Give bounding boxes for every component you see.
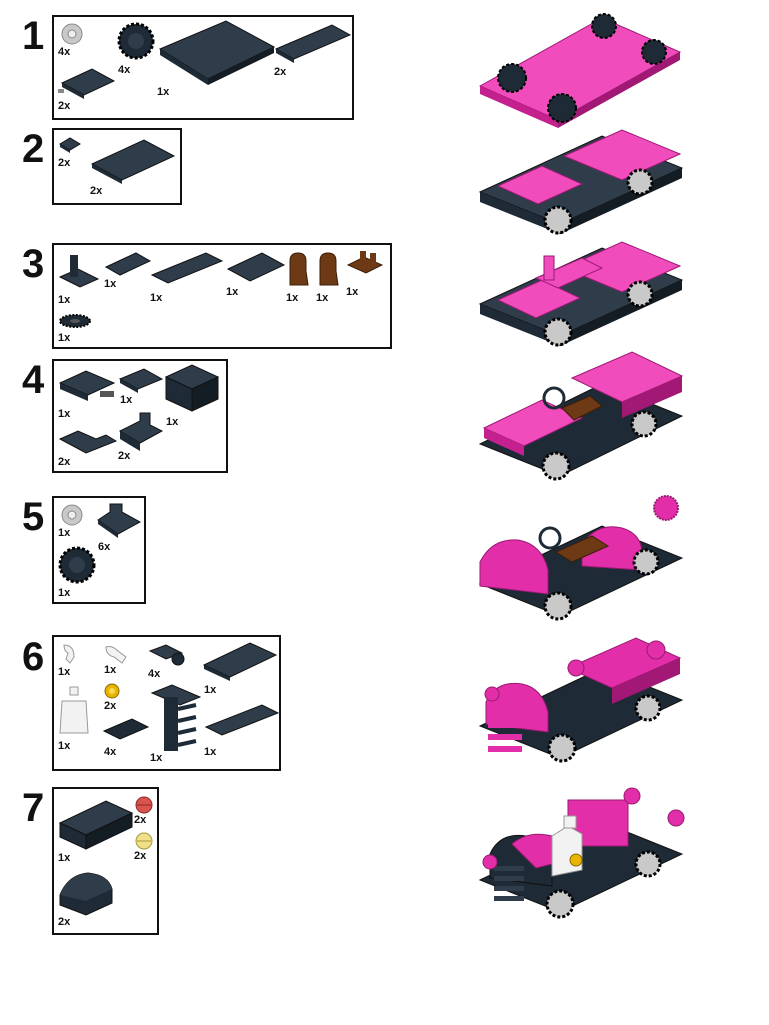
step-number-5: 5 xyxy=(22,495,45,539)
part-qty: 2x xyxy=(90,185,103,197)
part-qty: 1x xyxy=(120,394,133,406)
part-qty: 1x xyxy=(58,294,71,306)
tire-icon xyxy=(58,544,96,586)
dark-plate-with-pin-icon xyxy=(58,367,120,403)
dark-plate-1x4-icon xyxy=(104,249,152,279)
part-qty: 2x xyxy=(58,456,71,468)
part-qty: 2x xyxy=(58,916,71,928)
step-number-3: 3 xyxy=(22,242,45,286)
step-4-parts-panel: 1x 1x 1x 2x 2x xyxy=(52,359,228,473)
dark-brick-2x4-icon xyxy=(58,799,134,851)
dark-curved-brick-icon xyxy=(58,871,114,917)
part-qty: 1x xyxy=(58,666,71,678)
step-6-model-illustration xyxy=(472,628,692,776)
dark-tile-1x4-icon xyxy=(102,715,150,743)
part-qty: 1x xyxy=(204,746,217,758)
part-qty: 2x xyxy=(134,850,147,862)
part-qty: 1x xyxy=(166,416,179,428)
step-number-7: 7 xyxy=(22,786,45,830)
step-number-6: 6 xyxy=(22,635,45,679)
part-qty: 2x xyxy=(274,66,287,78)
step-1-parts-panel: 4x 4x 1x 2x 2x xyxy=(52,15,354,120)
steering-wheel-icon xyxy=(58,313,92,329)
light-gray-wheel-hub-icon xyxy=(60,504,84,526)
dark-brick-2x2-icon xyxy=(164,363,220,413)
dark-corner-plate-icon xyxy=(58,425,118,455)
part-qty: 4x xyxy=(104,746,117,758)
part-qty: 2x xyxy=(104,700,117,712)
dark-plate-1x6-icon xyxy=(150,249,224,285)
part-qty: 1x xyxy=(58,587,71,599)
white-arm-left-icon xyxy=(60,643,78,665)
part-qty: 1x xyxy=(226,286,239,298)
white-torso-icon xyxy=(58,685,90,737)
dark-plate-1x6-icon xyxy=(204,701,280,737)
brown-clip-icon xyxy=(346,249,386,279)
part-qty: 1x xyxy=(58,740,71,752)
part-qty: 1x xyxy=(58,332,71,344)
step-1-model-illustration xyxy=(472,8,692,128)
long-dark-plate-icon xyxy=(274,23,352,63)
wheel-holder-plate-icon xyxy=(58,65,118,99)
part-qty: 1x xyxy=(286,292,299,304)
part-qty: 2x xyxy=(134,814,147,826)
dark-plate-1x2-icon xyxy=(118,365,164,395)
tire-icon xyxy=(117,21,155,61)
step-6-parts-panel: 1x 1x 4x 1x 2x 1x 4x 1x 1x xyxy=(52,635,281,771)
step-number-1: 1 xyxy=(22,14,45,58)
yellow-round-stud-icon xyxy=(134,831,154,851)
dark-bracket-icon xyxy=(96,502,142,540)
lever-base-icon xyxy=(58,251,100,291)
step-2-model-illustration xyxy=(472,126,692,236)
large-dark-plate-icon xyxy=(158,19,276,87)
part-qty: 4x xyxy=(148,668,161,680)
dark-plate-2x4-icon xyxy=(202,641,278,681)
dark-clip-plate-icon xyxy=(148,641,190,667)
step-3-model-illustration xyxy=(472,238,692,348)
part-qty: 1x xyxy=(58,852,71,864)
step-4-model-illustration xyxy=(472,348,692,482)
part-qty: 2x xyxy=(118,450,131,462)
part-qty: 1x xyxy=(104,664,117,676)
brown-seat-icon xyxy=(286,251,310,287)
part-qty: 1x xyxy=(104,278,117,290)
step-7-model-illustration xyxy=(472,780,692,936)
step-number-2: 2 xyxy=(22,127,45,171)
step-7-parts-panel: 1x 2x 2x 2x xyxy=(52,787,159,935)
brown-seat-icon xyxy=(316,251,340,287)
part-qty: 6x xyxy=(98,541,111,553)
part-qty: 2x xyxy=(58,157,71,169)
part-qty: 2x xyxy=(58,100,71,112)
dark-slope-brick-icon xyxy=(118,411,164,453)
part-qty: 1x xyxy=(157,86,170,98)
part-qty: 1x xyxy=(150,752,163,764)
part-qty: 1x xyxy=(346,286,359,298)
part-qty: 1x xyxy=(150,292,163,304)
red-round-stud-icon xyxy=(134,795,154,815)
light-gray-wheel-hub-icon xyxy=(60,23,84,45)
dark-plate-2x4-icon xyxy=(90,136,176,186)
small-dark-plate-icon xyxy=(58,136,82,154)
part-qty: 4x xyxy=(118,64,131,76)
step-5-parts-panel: 1x 6x 1x xyxy=(52,496,146,604)
step-3-parts-panel: 1x 1x 1x 1x 1x 1x 1x 1x xyxy=(52,243,392,349)
part-qty: 1x xyxy=(58,527,71,539)
part-qty: 1x xyxy=(204,684,217,696)
part-qty: 4x xyxy=(58,46,71,58)
part-qty: 1x xyxy=(316,292,329,304)
step-2-parts-panel: 2x 2x xyxy=(52,128,182,205)
dark-plate-2x4-icon xyxy=(226,249,286,285)
step-number-4: 4 xyxy=(22,358,45,402)
step-5-model-illustration xyxy=(472,490,692,624)
part-qty: 1x xyxy=(58,408,71,420)
dark-ladder-icon xyxy=(150,683,202,753)
white-arm-right-icon xyxy=(104,643,128,665)
yellow-hands-icon xyxy=(102,681,122,701)
